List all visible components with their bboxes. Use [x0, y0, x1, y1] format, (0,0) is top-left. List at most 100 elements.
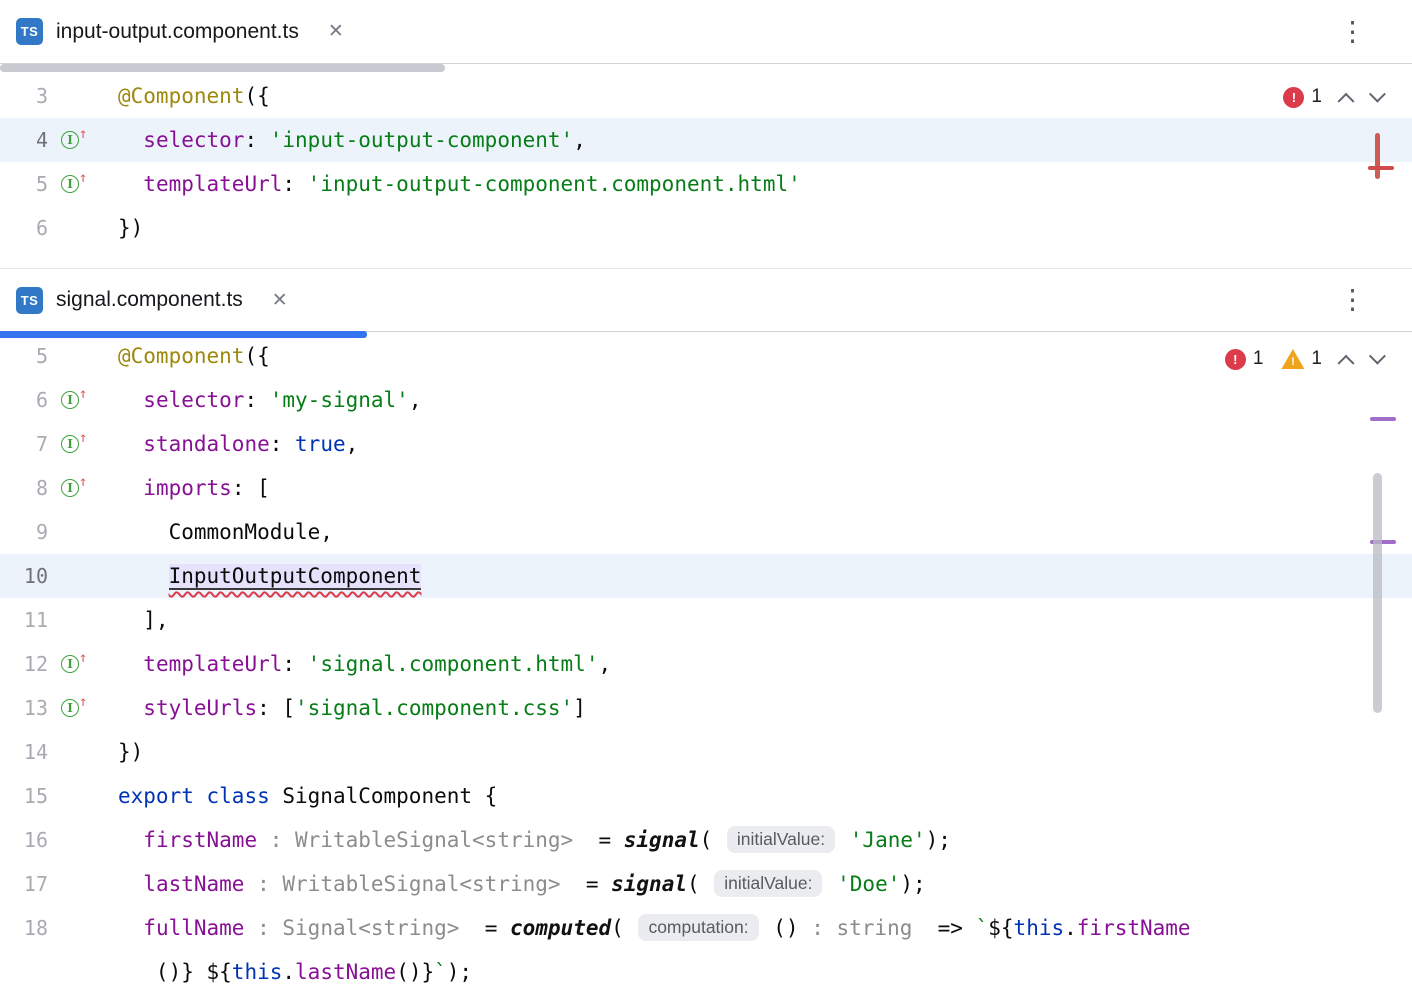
gutter-space	[48, 950, 118, 994]
vertical-scrollbar[interactable]	[1373, 473, 1382, 713]
code-text: @Component({	[118, 344, 270, 368]
change-stripe-mark[interactable]	[1370, 540, 1396, 544]
code-text: selector: 'input-output-component',	[143, 128, 586, 152]
line-number: 6	[35, 388, 48, 412]
line-number: 18	[23, 916, 48, 940]
code-text: standalone: true,	[143, 432, 359, 456]
override-gutter-icon[interactable]: I↑	[48, 118, 118, 162]
code-line-17[interactable]: 17 lastName : WritableSignal<string> = s…	[0, 862, 1412, 906]
line-number: 13	[23, 696, 48, 720]
error-count: 1	[1311, 86, 1322, 107]
code-text: ],	[118, 608, 169, 632]
line-number: 12	[23, 652, 48, 676]
code-line-16[interactable]: 16 firstName : WritableSignal<string> = …	[0, 818, 1412, 862]
code-line-6[interactable]: 6})	[0, 206, 1412, 250]
gutter-space	[48, 510, 118, 554]
change-stripe-mark[interactable]	[1370, 417, 1396, 421]
inspections-widget: !1 !1	[1224, 347, 1386, 372]
gutter-space	[48, 206, 118, 250]
line-number: 7	[35, 432, 48, 456]
line-number: 11	[23, 608, 48, 632]
line-number: 10	[23, 564, 48, 588]
override-gutter-icon[interactable]: I↑	[48, 642, 118, 686]
line-number: 17	[23, 872, 48, 896]
error-stripe-mark[interactable]	[1368, 166, 1394, 170]
code-line-wrap[interactable]: ()} ${this.lastName()}`);	[0, 950, 1412, 994]
code-text: CommonModule,	[118, 520, 333, 544]
code-text: imports: [	[143, 476, 270, 500]
line-number: 5	[35, 172, 48, 196]
editor-pane-input-output: TS input-output.component.ts ✕ ⋮ !1 3@Co…	[0, 0, 1412, 268]
override-gutter-icon[interactable]: I↑	[48, 162, 118, 206]
line-number: 16	[23, 828, 48, 852]
error-count: 1	[1252, 348, 1264, 369]
line-number: 14	[23, 740, 48, 764]
previous-problem-icon[interactable]	[1337, 92, 1355, 110]
error-icon: !	[1283, 86, 1305, 108]
gutter-space	[48, 774, 118, 818]
previous-problem-icon[interactable]	[1337, 354, 1355, 372]
override-gutter-icon[interactable]: I↑	[48, 686, 118, 730]
code-text: ()} ${this.lastName()}`);	[118, 960, 473, 984]
tab-bar-top: TS input-output.component.ts ✕ ⋮	[0, 0, 1412, 64]
line-number: 3	[35, 84, 48, 108]
typescript-file-icon: TS	[16, 18, 43, 45]
close-tab-icon[interactable]: ✕	[327, 21, 344, 42]
code-text: templateUrl: 'input-output-component.com…	[143, 172, 801, 196]
code-line-5[interactable]: 5 @Component({	[0, 334, 1412, 378]
code-line-9[interactable]: 9 CommonModule,	[0, 510, 1412, 554]
more-options-icon[interactable]: ⋮	[1339, 16, 1366, 46]
tab-bar-bottom: TS signal.component.ts ✕ ⋮	[0, 268, 1412, 338]
inspection-badges: !1	[1283, 86, 1322, 108]
code-text: InputOutputComponent	[168, 564, 422, 590]
gutter-space	[48, 74, 118, 118]
code-line-3[interactable]: 3 @Component({	[0, 74, 1412, 118]
gutter-space	[48, 554, 118, 598]
gutter-space	[48, 862, 118, 906]
line-number: 5	[35, 344, 48, 368]
gutter-space	[48, 730, 118, 774]
override-gutter-icon[interactable]: I↑	[48, 466, 118, 510]
line-number: 4	[35, 128, 48, 152]
warning-badge[interactable]: !1	[1281, 348, 1322, 370]
code-text: lastName : WritableSignal<string> = sign…	[143, 870, 926, 897]
warning-count: 1	[1311, 348, 1322, 369]
error-badge[interactable]: !1	[1224, 348, 1264, 370]
code-line-10[interactable]: 10 InputOutputComponent	[0, 554, 1412, 598]
code-text: firstName : WritableSignal<string> = sig…	[143, 826, 951, 853]
gutter-space	[48, 334, 118, 378]
override-gutter-icon[interactable]: I↑	[48, 422, 118, 466]
code-line-14[interactable]: 14})	[0, 730, 1412, 774]
tab-input-output-component[interactable]: TS input-output.component.ts ✕	[16, 0, 344, 63]
gutter-space	[48, 906, 118, 950]
code-text: templateUrl: 'signal.component.html',	[143, 652, 612, 676]
horizontal-scrollbar[interactable]	[0, 64, 445, 72]
code-text: selector: 'my-signal',	[143, 388, 422, 412]
code-text: @Component({	[118, 84, 270, 108]
code-line-11[interactable]: 11 ],	[0, 598, 1412, 642]
error-stripe-mark[interactable]	[1375, 133, 1380, 179]
close-tab-icon[interactable]: ✕	[271, 289, 288, 311]
tab-signal-component[interactable]: TS signal.component.ts ✕	[16, 269, 288, 331]
editor-pane-signal: TS signal.component.ts ✕ ⋮ !1 !1 5 @Compon…	[0, 268, 1412, 1000]
code-line-18[interactable]: 18 fullName : Signal<string> = computed(…	[0, 906, 1412, 950]
progress-bar	[0, 331, 368, 338]
tab-title: signal.component.ts	[56, 288, 243, 311]
line-number: 9	[35, 520, 48, 544]
error-badge[interactable]: !1	[1283, 86, 1322, 108]
code-text: styleUrls: ['signal.component.css']	[143, 696, 586, 720]
code-text: })	[118, 216, 144, 240]
override-gutter-icon[interactable]: I↑	[48, 378, 118, 422]
more-options-icon[interactable]: ⋮	[1339, 284, 1366, 315]
